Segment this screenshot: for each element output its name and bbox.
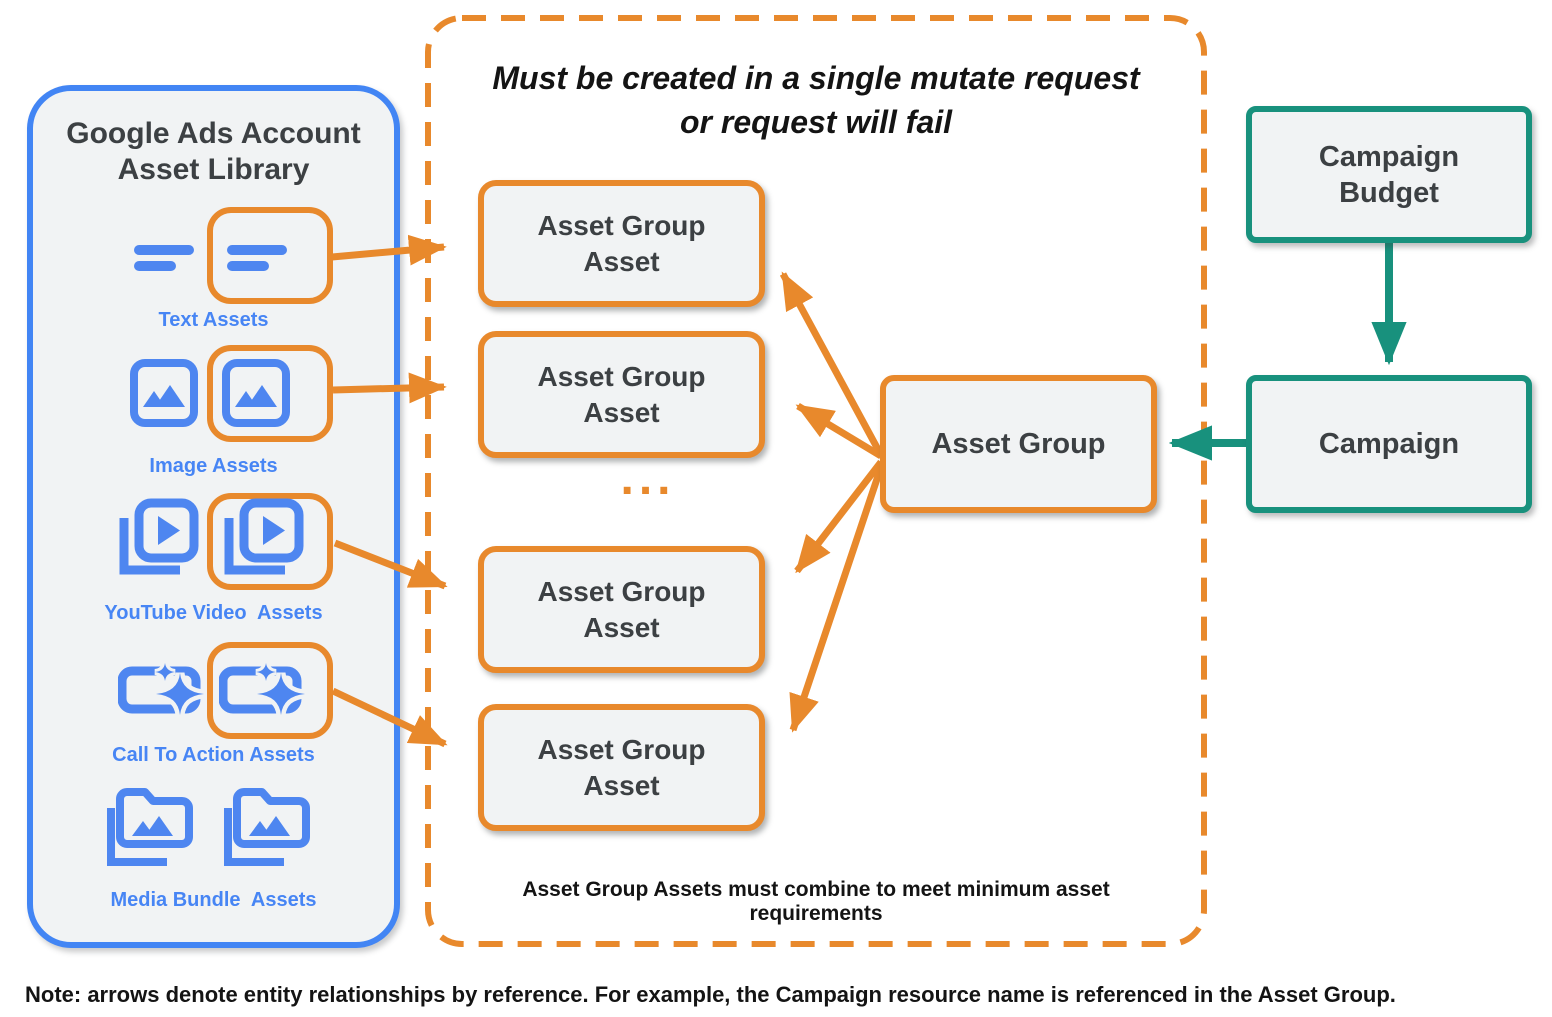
- mutate-panel-title-line2: or request will fail: [679, 104, 953, 140]
- mutate-panel-title-line1: Must be created in a single mutate reque…: [492, 60, 1140, 96]
- image-assets-label: Image Assets: [149, 455, 278, 477]
- selected-call-to-action-asset-outline: [207, 642, 333, 739]
- youtube-video-asset-icon: [119, 498, 199, 575]
- text-assets-label: Text Assets: [158, 309, 269, 331]
- text-asset-icon: [134, 245, 194, 271]
- asset-group-asset-box-3: Asset Group Asset: [478, 546, 765, 673]
- library-title-line1: Google Ads Account: [66, 117, 361, 150]
- call-to-action-asset-icon: [219, 662, 306, 716]
- asset-group-asset-label: Asset Group Asset: [537, 209, 706, 277]
- asset-group-label: Asset Group: [931, 428, 1106, 460]
- campaign-budget-box: Campaign Budget: [1246, 106, 1532, 243]
- media-bundle-assets-label: Media Bundle Assets: [110, 889, 317, 911]
- text-asset-icon: [227, 245, 287, 271]
- campaign-box: Campaign: [1246, 375, 1532, 513]
- asset-group-asset-label: Asset Group Asset: [537, 575, 706, 643]
- asset-group-asset-label: Asset Group Asset: [537, 733, 706, 801]
- call-to-action-assets-label: Call To Action Assets: [112, 744, 315, 766]
- note-text: Note: arrows denote entity relationships…: [25, 982, 1396, 1007]
- call-to-action-asset-icon: [118, 662, 205, 716]
- asset-group-asset-box-2: Asset Group Asset: [478, 331, 765, 458]
- selected-image-asset-outline: [207, 345, 333, 442]
- ellipsis: ...: [620, 452, 676, 505]
- image-asset-icon: [130, 359, 198, 427]
- selected-youtube-video-asset-outline: [207, 493, 333, 590]
- mutate-panel-title: Must be created in a single mutate reque…: [466, 56, 1166, 144]
- library-title-line2: Asset Library: [117, 153, 310, 186]
- campaign-label: Campaign: [1318, 428, 1460, 460]
- mutate-panel-footnote: Asset Group Assets must combine to meet …: [522, 878, 1110, 925]
- selected-text-asset-outline: [207, 207, 333, 304]
- media-bundle-asset-icon: [224, 788, 310, 866]
- asset-group-box: Asset Group: [880, 375, 1157, 513]
- media-bundle-asset-icon: [107, 788, 193, 866]
- youtube-video-assets-label: YouTube Video Assets: [104, 602, 323, 624]
- library-title: Google Ads Account Asset Library: [27, 116, 400, 188]
- asset-group-asset-box-1: Asset Group Asset: [478, 180, 765, 307]
- asset-group-asset-label: Asset Group Asset: [537, 360, 706, 428]
- image-asset-icon: [222, 359, 290, 427]
- asset-group-asset-box-4: Asset Group Asset: [478, 704, 765, 831]
- campaign-budget-label: Campaign Budget: [1318, 140, 1460, 209]
- youtube-video-asset-icon: [224, 498, 304, 575]
